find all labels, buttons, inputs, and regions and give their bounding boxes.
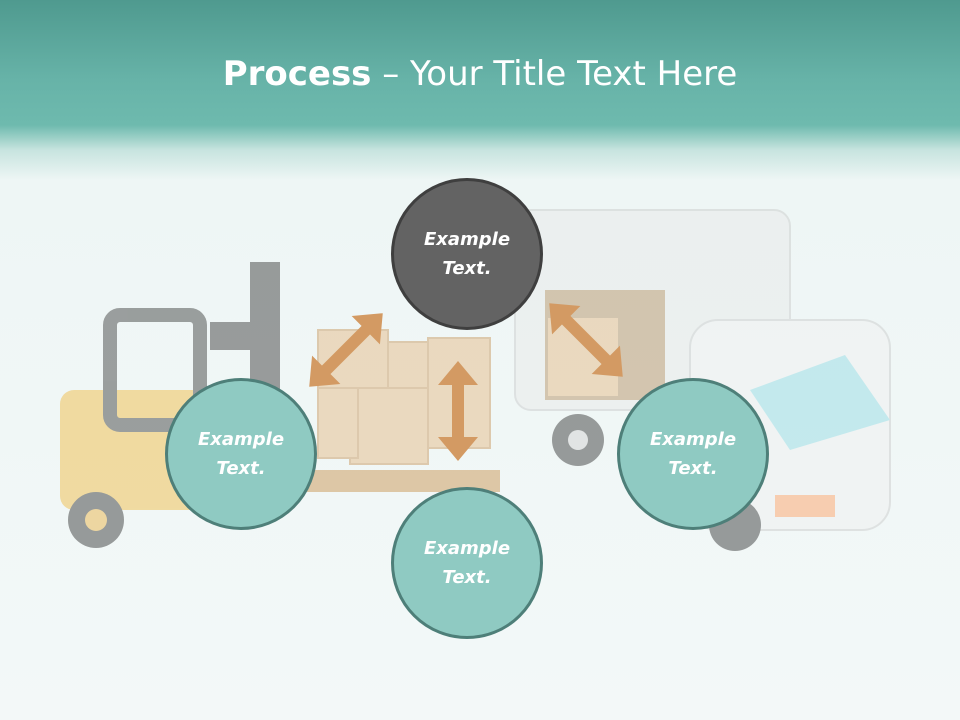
- arrows: [309, 303, 623, 461]
- node-right[interactable]: Example Text.: [617, 378, 769, 530]
- arrow-vertical: [438, 361, 478, 461]
- title-bold: Process: [222, 54, 372, 94]
- node-right-label: Example Text.: [649, 429, 737, 479]
- arrow-top-right: [549, 303, 623, 377]
- node-top-label: Example Text.: [423, 229, 511, 279]
- slide-title: Process – Your Title Text Here: [0, 52, 960, 96]
- node-left-label: Example Text.: [197, 429, 285, 479]
- title-rest: – Your Title Text Here: [371, 54, 738, 94]
- node-top[interactable]: Example Text.: [391, 178, 543, 330]
- arrow-left-top: [309, 313, 383, 387]
- node-bottom-label: Example Text.: [423, 538, 511, 588]
- node-bottom[interactable]: Example Text.: [391, 487, 543, 639]
- node-left[interactable]: Example Text.: [165, 378, 317, 530]
